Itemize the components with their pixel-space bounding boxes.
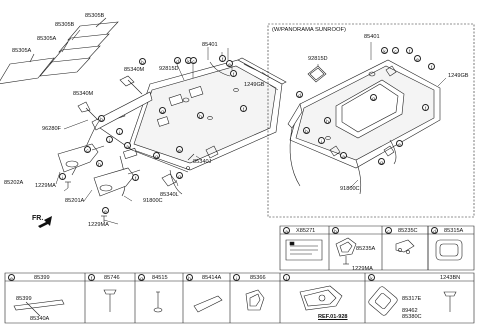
pano-callout-c: c bbox=[392, 47, 399, 54]
label-85305B-2: 85305B bbox=[55, 22, 75, 28]
pano-callout-e2: e bbox=[396, 140, 403, 147]
pano-callout-k: k bbox=[381, 47, 388, 54]
headlining-main bbox=[72, 58, 286, 196]
pano-callout-a: a bbox=[340, 152, 347, 159]
legend-parts bbox=[14, 238, 462, 316]
callout-j-main: j bbox=[106, 136, 113, 143]
legend-h-part: 85414A bbox=[202, 275, 222, 281]
legend-bottom-grid bbox=[5, 226, 474, 323]
callout-a-main: a bbox=[124, 142, 131, 149]
panorama-box bbox=[268, 24, 474, 217]
pano-callout-i: i bbox=[318, 137, 325, 144]
label-85401: 85401 bbox=[202, 42, 218, 48]
label-85340M: 85340M bbox=[124, 67, 145, 73]
pano-label-91800C: 91800C bbox=[340, 186, 360, 192]
callout-c2-main: c bbox=[84, 146, 91, 153]
pano-callout-g2: g bbox=[378, 158, 385, 165]
legend-b-sub2: 1229MA bbox=[352, 266, 373, 272]
panorama-title: (W/PANORAMA SUNROOF) bbox=[272, 27, 346, 33]
callout-d: d bbox=[174, 57, 181, 64]
legend-k-sub3: 85380C bbox=[402, 314, 422, 320]
label-85202A: 85202A bbox=[4, 180, 24, 186]
callout-h2-main: h bbox=[96, 160, 103, 167]
label-85340M-2: 85340M bbox=[73, 91, 94, 97]
pano-label-92815D: 92815D bbox=[308, 56, 328, 62]
legend-j-letter: j bbox=[283, 274, 290, 281]
label-96280F: 96280F bbox=[42, 126, 61, 132]
callout-f2-main: f bbox=[230, 70, 237, 77]
callout-f-main: f bbox=[219, 55, 226, 62]
pano-callout-h: h bbox=[324, 117, 331, 124]
callout-e-main: e bbox=[226, 60, 233, 67]
pano-callout-f: f bbox=[406, 47, 413, 54]
label-1229MA-2: 1229MA bbox=[88, 222, 109, 228]
pano-callout-f3: f bbox=[422, 104, 429, 111]
sunvisor-pads bbox=[0, 18, 118, 84]
legend-j-ref[interactable]: REF.01-928 bbox=[318, 314, 348, 320]
legend-g-letter: g bbox=[138, 274, 145, 281]
label-91800C: 91800C bbox=[143, 198, 163, 204]
callout-h-main: h bbox=[197, 112, 204, 119]
legend-1243BN-part: 1243BN bbox=[440, 275, 461, 281]
label-1229MA: 1229MA bbox=[35, 183, 56, 189]
legend-i-letter: i bbox=[233, 274, 240, 281]
legend-h-letter: h bbox=[186, 274, 193, 281]
label-85305B-1: 85305B bbox=[85, 13, 105, 19]
callout-c-main: c bbox=[190, 57, 197, 64]
pano-callout-b: b bbox=[303, 127, 310, 134]
callout-g2-main: g bbox=[153, 152, 160, 159]
callout-g3-main: g bbox=[176, 172, 183, 179]
front-arrow bbox=[38, 216, 52, 228]
legend-g-part: 84515 bbox=[152, 275, 168, 281]
label-85340J: 85340J bbox=[193, 159, 212, 165]
headlining-panorama bbox=[288, 42, 446, 194]
label-85305A: 85305A bbox=[37, 36, 57, 42]
callout-e3-main: e bbox=[102, 207, 109, 214]
pano-callout-f2: f bbox=[428, 63, 435, 70]
callout-g-main: g bbox=[159, 107, 166, 114]
legend-b-letter: b bbox=[332, 227, 339, 234]
legend-d-letter: d bbox=[431, 227, 438, 234]
legend-k-sub1: 85317E bbox=[402, 296, 422, 302]
label-92815D: 92815D bbox=[159, 66, 179, 72]
label-85340L: 85340L bbox=[160, 192, 179, 198]
legend-k-sub2: 89462 bbox=[402, 308, 418, 314]
label-85305A-2: 85305A bbox=[12, 48, 32, 54]
legend-e-part: 85399 bbox=[34, 275, 50, 281]
label-1249GB: 1249GB bbox=[244, 82, 265, 88]
legend-d-part: 85315A bbox=[444, 228, 464, 234]
label-front: FR. bbox=[32, 215, 44, 222]
callout-f4-main: f bbox=[240, 105, 247, 112]
callout-f3-main: f bbox=[132, 174, 139, 181]
callout-i2-main: i bbox=[59, 173, 66, 180]
legend-a-letter: a bbox=[283, 227, 290, 234]
legend-k-letter: k bbox=[368, 274, 375, 281]
pano-callout-d: d bbox=[296, 91, 303, 98]
callout-b2-main: b bbox=[139, 58, 146, 65]
legend-e-letter: e bbox=[8, 274, 15, 281]
callout-e2-main: e bbox=[176, 146, 183, 153]
label-85201A: 85201A bbox=[65, 198, 85, 204]
legend-b-sub1: 85235A bbox=[356, 246, 376, 252]
callout-b-main: b bbox=[98, 115, 105, 122]
legend-e-sub1: 85399 bbox=[16, 296, 32, 302]
pano-label-85401: 85401 bbox=[364, 34, 380, 40]
legend-c-part: 85235C bbox=[398, 228, 418, 234]
legend-i-part: 85366 bbox=[250, 275, 266, 281]
pano-callout-g: g bbox=[370, 94, 377, 101]
legend-a-part: X85271 bbox=[296, 228, 316, 234]
legend-c-letter: c bbox=[385, 227, 392, 234]
clips bbox=[78, 76, 218, 186]
pano-label-1249GB: 1249GB bbox=[448, 73, 469, 79]
pano-callout-e: e bbox=[414, 55, 421, 62]
legend-e-sub2: 85340A bbox=[30, 316, 50, 322]
legend-f-letter: f bbox=[88, 274, 95, 281]
callout-i-main: i bbox=[116, 128, 123, 135]
legend-f-part: 85746 bbox=[104, 275, 120, 281]
